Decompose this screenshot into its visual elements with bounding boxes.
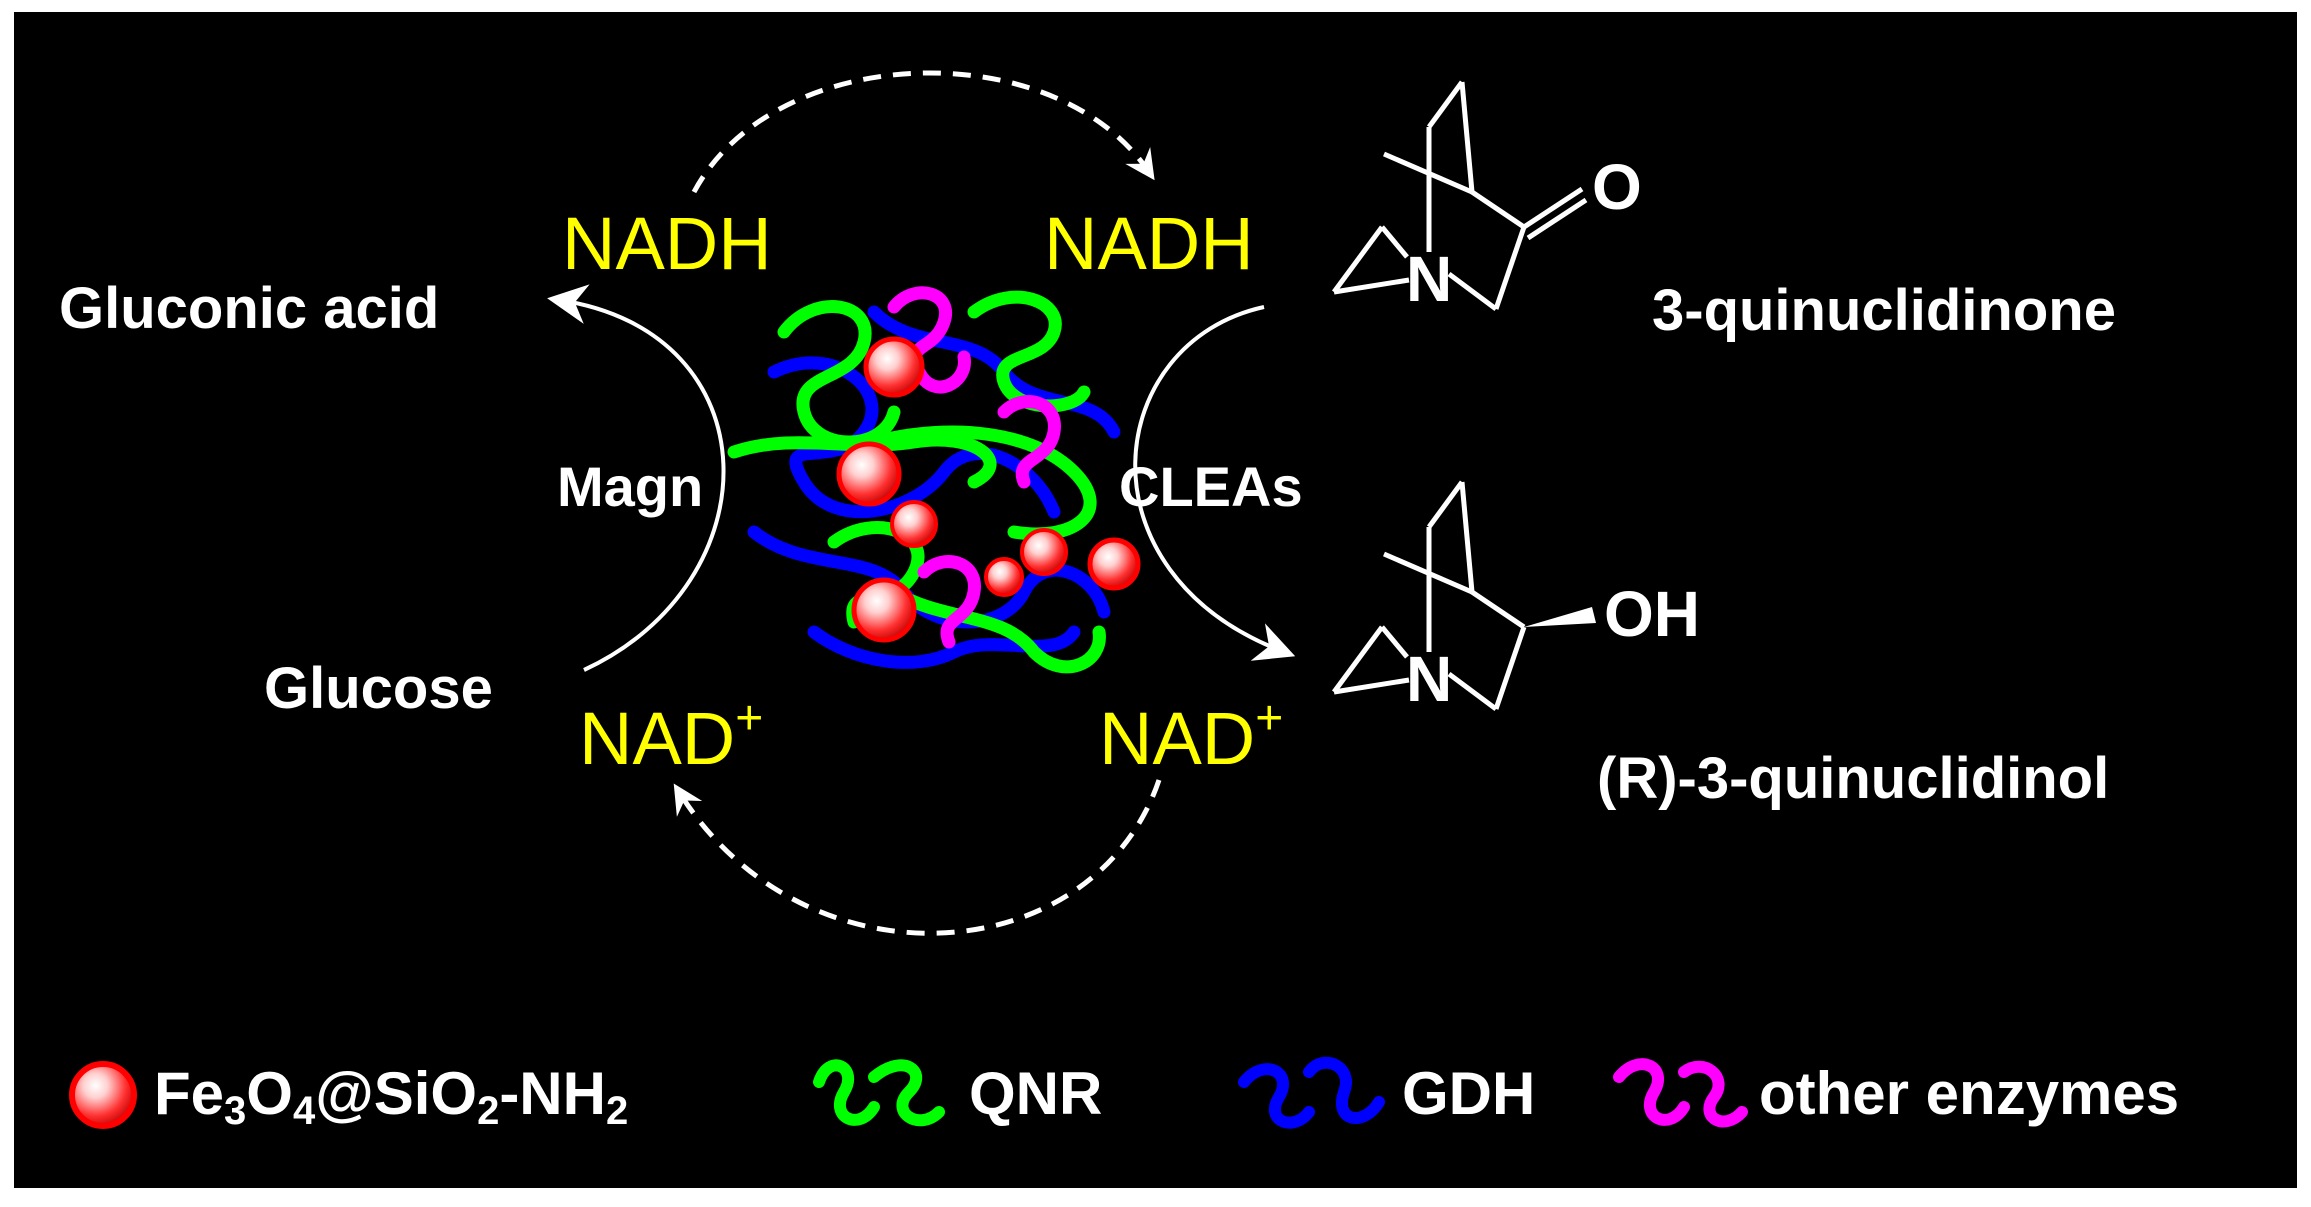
quinuclidinone-structure — [1331, 80, 1588, 312]
nad-right-text: NAD — [1099, 697, 1256, 780]
qnr-enzyme-icon — [813, 1059, 945, 1127]
quinuclidinol-structure — [1331, 480, 1596, 712]
quinuclidinone-o-atom: O — [1592, 151, 1642, 223]
clea-aggregate — [727, 286, 1141, 674]
other-enzyme-icon — [1613, 1058, 1748, 1128]
legend-mid-sub: 2 — [477, 1089, 500, 1133]
legend-gdh-label: GDH — [1402, 1060, 1536, 1127]
legend-qnr-label: QNR — [969, 1060, 1103, 1127]
gluconic-acid-label: Gluconic acid — [59, 276, 440, 341]
quinuclidinone-n-atom: N — [1406, 243, 1453, 315]
legend-fe-sub: 3 — [224, 1089, 247, 1133]
fe3o4-particle-icon — [69, 1061, 137, 1129]
nadh-left-label: NADH — [562, 202, 772, 285]
cleas-label-right: CLEAs — [1119, 455, 1303, 518]
legend-end-sub: 2 — [605, 1089, 629, 1133]
gdh-reaction-arrow — [547, 284, 726, 672]
nad-left-label: NAD+ — [579, 695, 763, 776]
legend-particle-label: Fe3O4@SiO2-NH2 — [154, 1064, 628, 1132]
nad-left-charge: + — [735, 692, 764, 745]
nad-right-charge: + — [1255, 692, 1284, 745]
legend-o: O — [246, 1060, 293, 1127]
legend-other-label: other enzymes — [1759, 1060, 2180, 1127]
reaction-scheme — [69, 70, 1748, 1129]
diagram-frame: NADH NADH NAD+ NAD+ Gluconic acid Glucos… — [14, 12, 2297, 1188]
legend-end: -NH — [499, 1060, 606, 1127]
quinuclidinone-label: 3-quinuclidinone — [1652, 278, 2116, 343]
qnr-reaction-arrow — [1133, 305, 1296, 661]
nad-left-text: NAD — [579, 697, 736, 780]
quinuclidinol-n-atom: N — [1406, 643, 1453, 715]
nadh-transfer-arrow — [691, 70, 1155, 194]
glucose-label: Glucose — [264, 656, 493, 721]
quinuclidinol-oh-group: OH — [1604, 578, 1700, 650]
cleas-label-left: Magn — [557, 455, 704, 518]
legend-fe: Fe — [154, 1060, 225, 1127]
quinuclidinol-label: (R)-3-quinuclidinol — [1597, 746, 2110, 811]
legend-icons — [69, 1056, 1748, 1129]
nad-right-label: NAD+ — [1099, 695, 1283, 776]
gdh-enzyme-icon — [1238, 1056, 1385, 1129]
legend-mid: @SiO — [315, 1060, 478, 1127]
legend-o-sub: 4 — [292, 1089, 316, 1133]
nad-return-arrow — [673, 779, 1162, 936]
nadh-right-label: NADH — [1044, 202, 1254, 285]
